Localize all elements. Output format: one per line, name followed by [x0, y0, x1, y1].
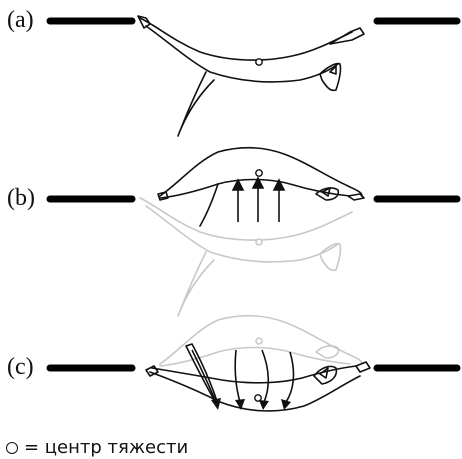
center-of-gravity-a: [256, 59, 262, 65]
panel-label-b: (b): [7, 186, 35, 210]
center-of-gravity-b: [256, 170, 262, 176]
panel-label-a: (a): [7, 8, 34, 32]
panel-b: [50, 148, 457, 316]
cat-a: [138, 16, 364, 136]
lift-arrows-b: [233, 178, 284, 222]
fall-arrowheads-c: [211, 398, 291, 410]
panel-a: [50, 16, 457, 136]
panel-c: [50, 316, 457, 411]
legend-text: = центр тяжести: [24, 437, 188, 458]
center-of-gravity-legend-icon: [6, 442, 18, 454]
center-of-gravity-c: [255, 395, 261, 401]
panel-label-c: (c): [7, 355, 34, 379]
ghost-cat-b: [140, 198, 352, 316]
ghost-cat-c: [160, 316, 362, 366]
legend: = центр тяжести: [6, 437, 188, 458]
